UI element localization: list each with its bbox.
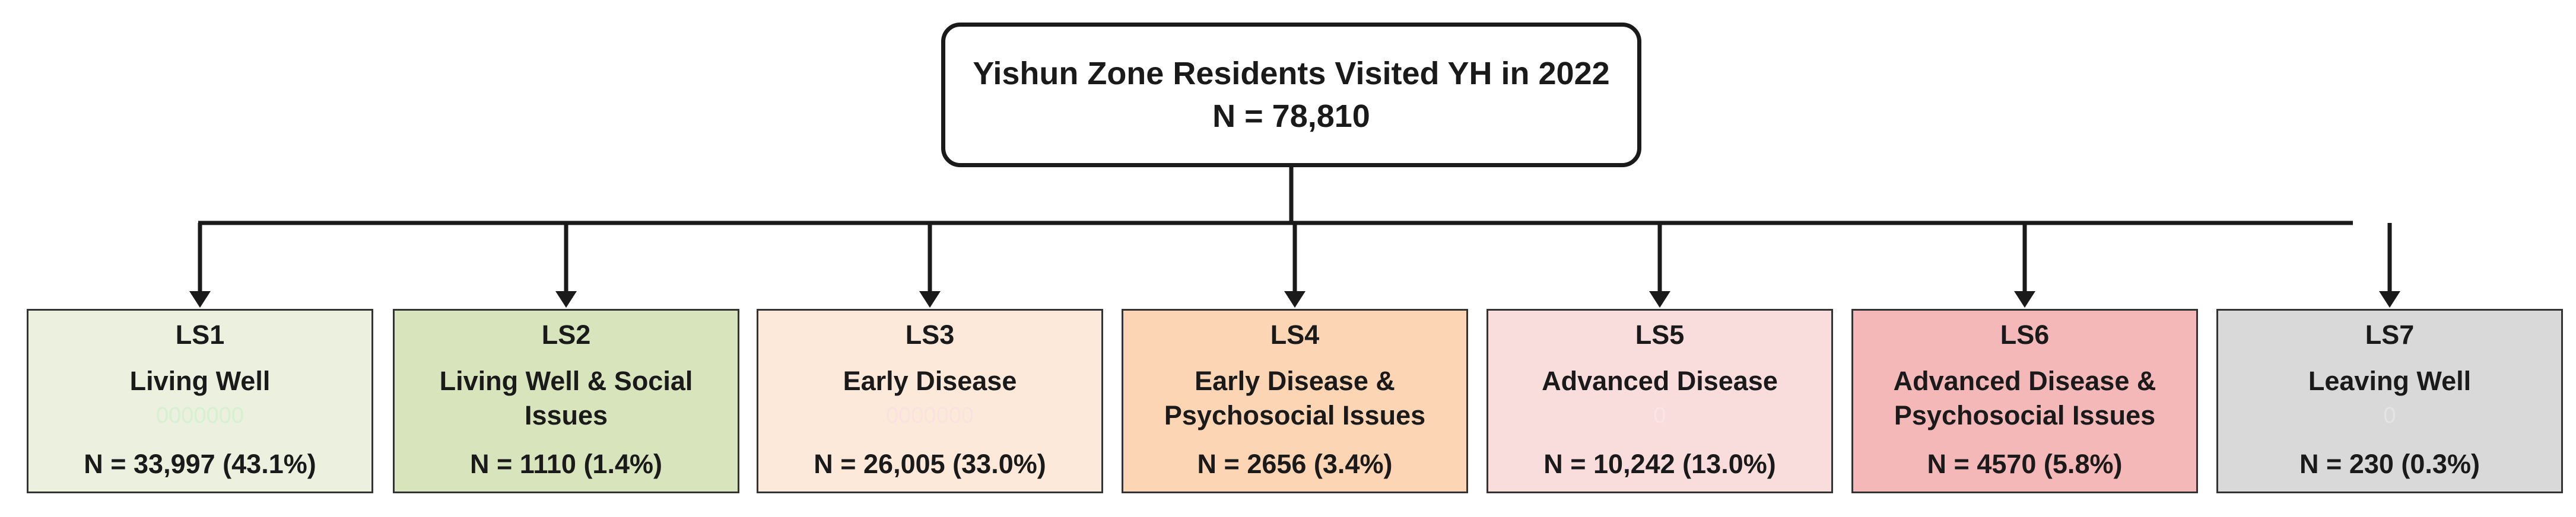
arrowhead-ls4 bbox=[1284, 291, 1306, 308]
root-title: Yishun Zone Residents Visited YH in 2022 bbox=[973, 55, 1610, 91]
arrowhead-ls5 bbox=[1649, 291, 1670, 308]
node-name: Advanced Disease & Psychosocial Issues bbox=[1893, 366, 2156, 430]
node-name: Leaving Well bbox=[2308, 366, 2472, 396]
node-faint-text: 0000000 bbox=[156, 403, 244, 428]
root-count: N = 78,810 bbox=[1212, 98, 1370, 134]
node-code: LS6 bbox=[2000, 320, 2050, 350]
node-name: Advanced Disease bbox=[1542, 366, 1778, 396]
arrowhead-ls3 bbox=[919, 291, 941, 308]
node-count: N = 230 (0.3%) bbox=[2299, 449, 2480, 479]
arrowhead-ls7 bbox=[2379, 291, 2400, 308]
node-name: Living Well & Social Issues bbox=[439, 366, 693, 430]
node-code: LS2 bbox=[541, 320, 591, 350]
life-stage-node-ls2: LS2 Living Well & Social Issues N = 1110… bbox=[393, 309, 739, 493]
node-code: LS7 bbox=[2365, 320, 2415, 350]
node-count: N = 1110 (1.4%) bbox=[470, 449, 662, 479]
life-stage-node-ls4: LS4 Early Disease & Psychosocial Issues … bbox=[1122, 309, 1468, 493]
life-stage-node-ls1: LS1 Living Well 0000000 N = 33,997 (43.1… bbox=[27, 309, 373, 493]
arrowhead-ls6 bbox=[2014, 291, 2035, 308]
node-count: N = 2656 (3.4%) bbox=[1197, 449, 1393, 479]
node-count: N = 10,242 (13.0%) bbox=[1543, 449, 1776, 479]
node-code: LS3 bbox=[905, 320, 955, 350]
node-faint-text: 0 bbox=[1653, 403, 1666, 428]
node-count: N = 26,005 (33.0%) bbox=[814, 449, 1046, 479]
life-stage-node-ls3: LS3 Early Disease 0000000 N = 26,005 (33… bbox=[757, 309, 1103, 493]
node-faint-text: 0 bbox=[2383, 403, 2396, 428]
node-name: Early Disease bbox=[843, 366, 1017, 396]
node-name: Early Disease & Psychosocial Issues bbox=[1164, 366, 1426, 430]
life-stage-node-ls6: LS6 Advanced Disease & Psychosocial Issu… bbox=[1851, 309, 2198, 493]
node-name: Living Well bbox=[129, 366, 271, 396]
node-faint-text: 0000000 bbox=[886, 403, 974, 428]
life-stage-node-ls5: LS5 Advanced Disease 0 N = 10,242 (13.0%… bbox=[1486, 309, 1833, 493]
node-count: N = 33,997 (43.1%) bbox=[84, 449, 316, 479]
arrowhead-ls1 bbox=[189, 291, 211, 308]
node-code: LS5 bbox=[1635, 320, 1685, 350]
arrowhead-ls2 bbox=[555, 291, 577, 308]
node-count: N = 4570 (5.8%) bbox=[1927, 449, 2123, 479]
root-node: Yishun Zone Residents Visited YH in 2022… bbox=[941, 23, 1641, 167]
life-stage-node-ls7: LS7 Leaving Well 0 N = 230 (0.3%) bbox=[2216, 309, 2563, 493]
node-code: LS1 bbox=[175, 320, 225, 350]
node-code: LS4 bbox=[1270, 320, 1320, 350]
